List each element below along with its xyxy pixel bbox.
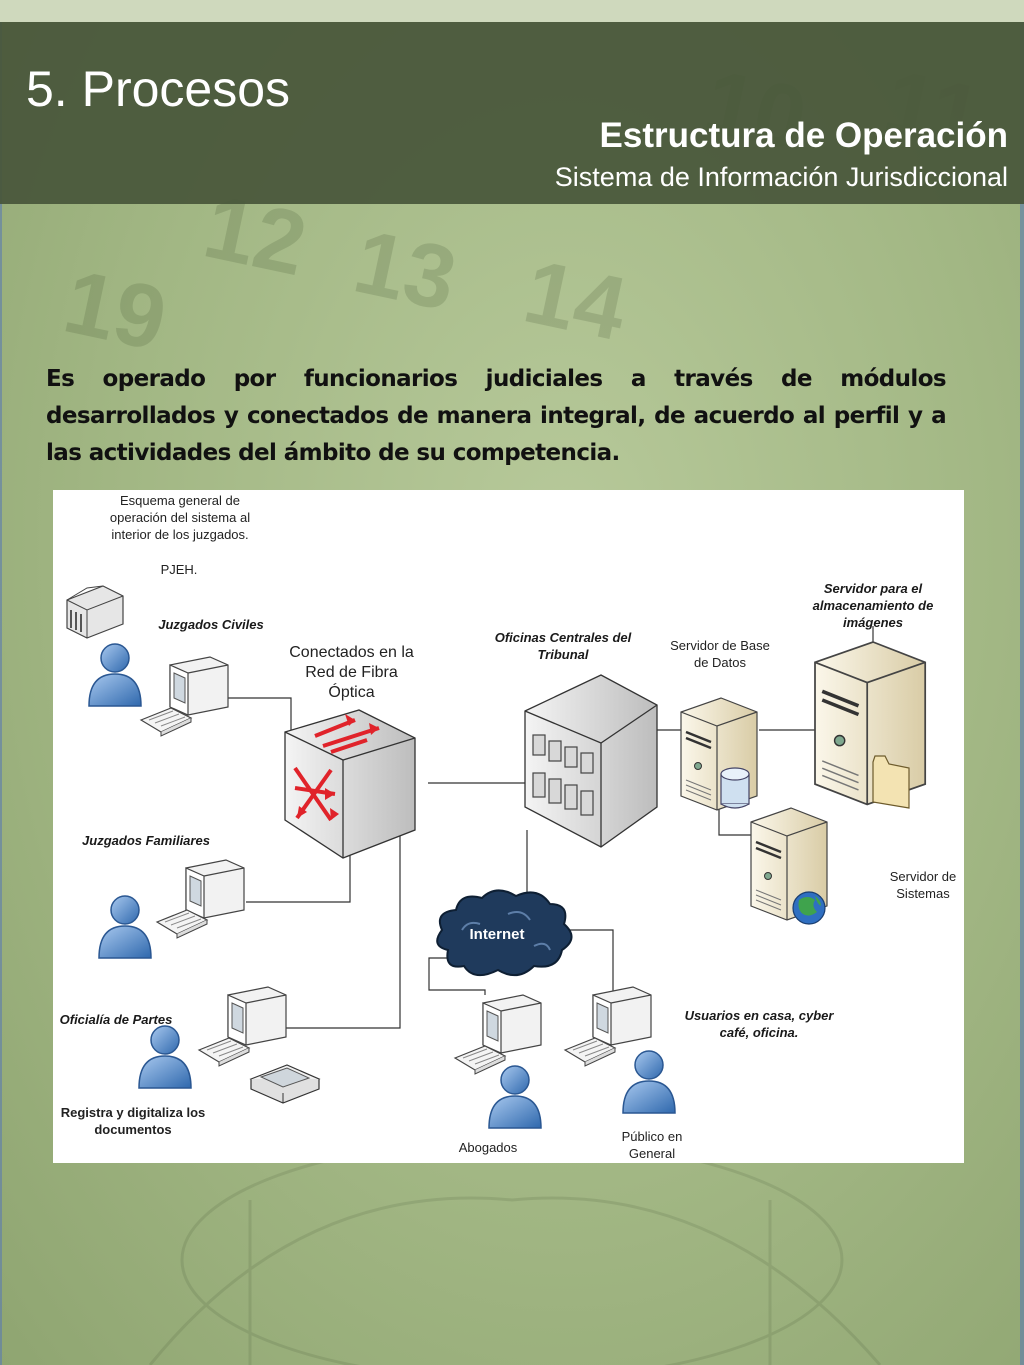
- oficinas-centrales-label: Oficinas Centrales del Tribunal: [494, 630, 632, 662]
- network-diagram: [66, 585, 928, 1129]
- page-title: Estructura de Operación: [599, 116, 1008, 155]
- folder-icon: [872, 755, 910, 809]
- monitor-icon: [227, 986, 287, 1046]
- registra-label: Registra y digitaliza los documentos: [60, 1105, 206, 1137]
- intro-paragraph: Es operado por funcionarios judiciales a…: [46, 366, 947, 466]
- servidor-imagenes-label: Servidor para el almacenamiento de imáge…: [812, 581, 934, 630]
- building-icon: [524, 674, 658, 848]
- red-fibra-label: Conectados en la Red de Fibra Óptica: [289, 644, 414, 701]
- svg-text:13: 13: [346, 212, 465, 331]
- header-bar: 5. Procesos Estructura de Operación Sist…: [0, 22, 1024, 204]
- monitor-icon: [185, 859, 245, 919]
- abogados-label: Abogados: [458, 1140, 518, 1155]
- usuarios-label: Usuarios en casa, cyber café, oficina.: [684, 1008, 834, 1040]
- org-label: PJEH.: [160, 562, 198, 577]
- page-subtitle: Sistema de Información Jurisdiccional: [554, 162, 1008, 192]
- monitor-icon: [482, 994, 542, 1054]
- courthouse-icon: [66, 585, 124, 639]
- person-icon: [98, 895, 152, 959]
- monitor-icon: [592, 986, 652, 1046]
- person-icon: [622, 1050, 676, 1114]
- section-title: 5. Procesos: [26, 61, 291, 117]
- juzgados-familiares-label: Juzgados Familiares: [82, 833, 210, 848]
- svg-text:19: 19: [56, 252, 175, 371]
- svg-text:14: 14: [516, 242, 635, 361]
- person-icon: [88, 643, 142, 707]
- person-icon: [488, 1065, 542, 1129]
- juzgados-civiles-label: Juzgados Civiles: [158, 617, 264, 632]
- servidor-bd-label: Servidor de Base de Datos: [670, 638, 770, 670]
- database-icon: [720, 767, 750, 809]
- right-border: [1020, 0, 1024, 1365]
- servidor-sistemas-label: Servidor de Sistemas: [889, 869, 957, 901]
- internet-label: Internet: [469, 926, 525, 943]
- left-border: [0, 0, 2, 1365]
- scanner-icon: [249, 1064, 321, 1104]
- router-icon: [284, 709, 416, 859]
- top-frame: [0, 0, 1024, 22]
- cloud-icon: [436, 889, 573, 977]
- diagram-caption: Esquema general de operación del sistema…: [109, 493, 251, 542]
- publico-label: Público en General: [621, 1129, 683, 1161]
- globe-icon: [792, 891, 826, 925]
- diagram-panel: Esquema general de operación del sistema…: [53, 490, 964, 1163]
- monitor-icon: [169, 656, 229, 716]
- person-icon: [138, 1025, 192, 1089]
- oficialia-label: Oficialía de Partes: [59, 1012, 173, 1027]
